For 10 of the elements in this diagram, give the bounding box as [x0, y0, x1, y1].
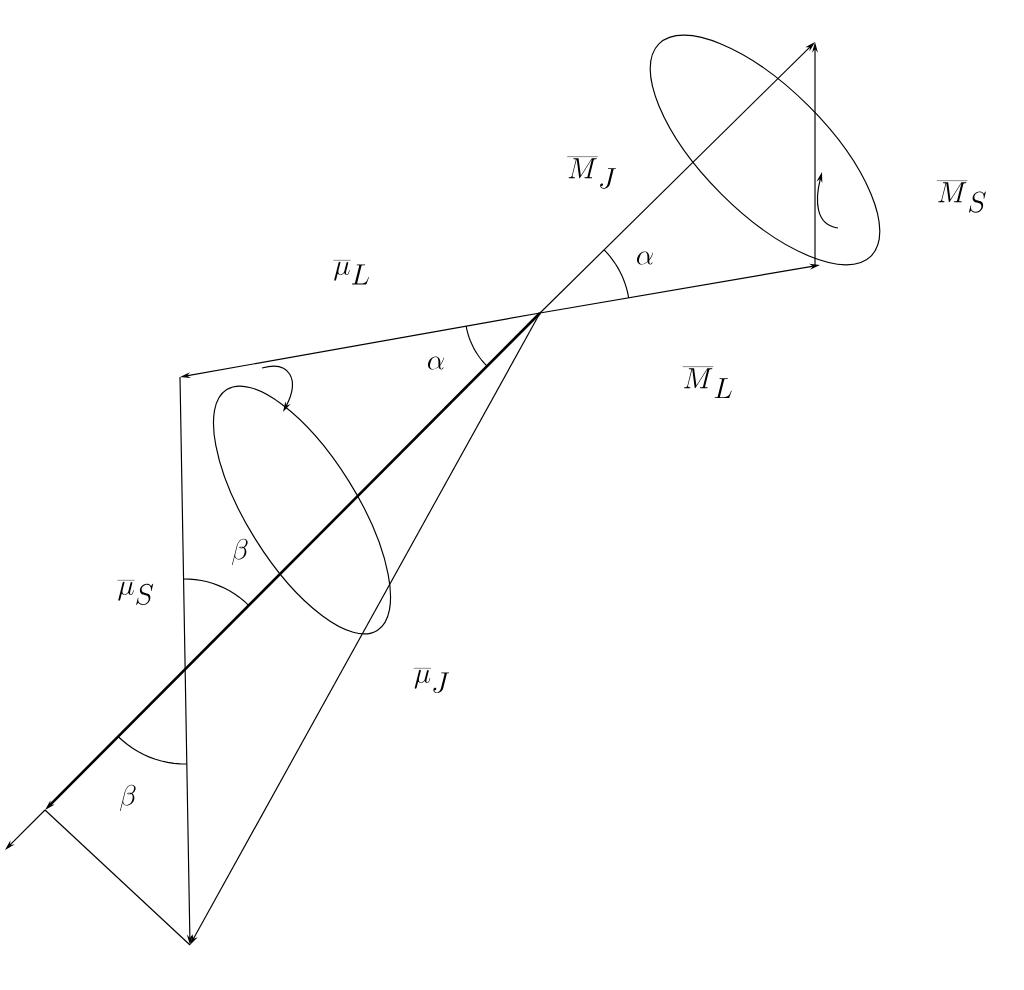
- angle-label: $\beta$: [232, 538, 248, 565]
- vector-label: $\overline{M}_J$: [567, 156, 616, 189]
- vector-label: $\overline{\mu}_J$: [413, 668, 450, 693]
- vector-label: $\overline{M}_S$: [936, 180, 986, 213]
- vector-label: $\overline{M}_L$: [682, 366, 732, 399]
- vector-label: $\overline{\mu}_S$: [117, 580, 154, 605]
- angle-label: $\alpha$: [637, 251, 653, 265]
- angle-label: $\beta$: [119, 784, 136, 811]
- vector-label: $\overline{\mu}_L$: [333, 260, 369, 285]
- angle-label: $\alpha$: [428, 356, 444, 370]
